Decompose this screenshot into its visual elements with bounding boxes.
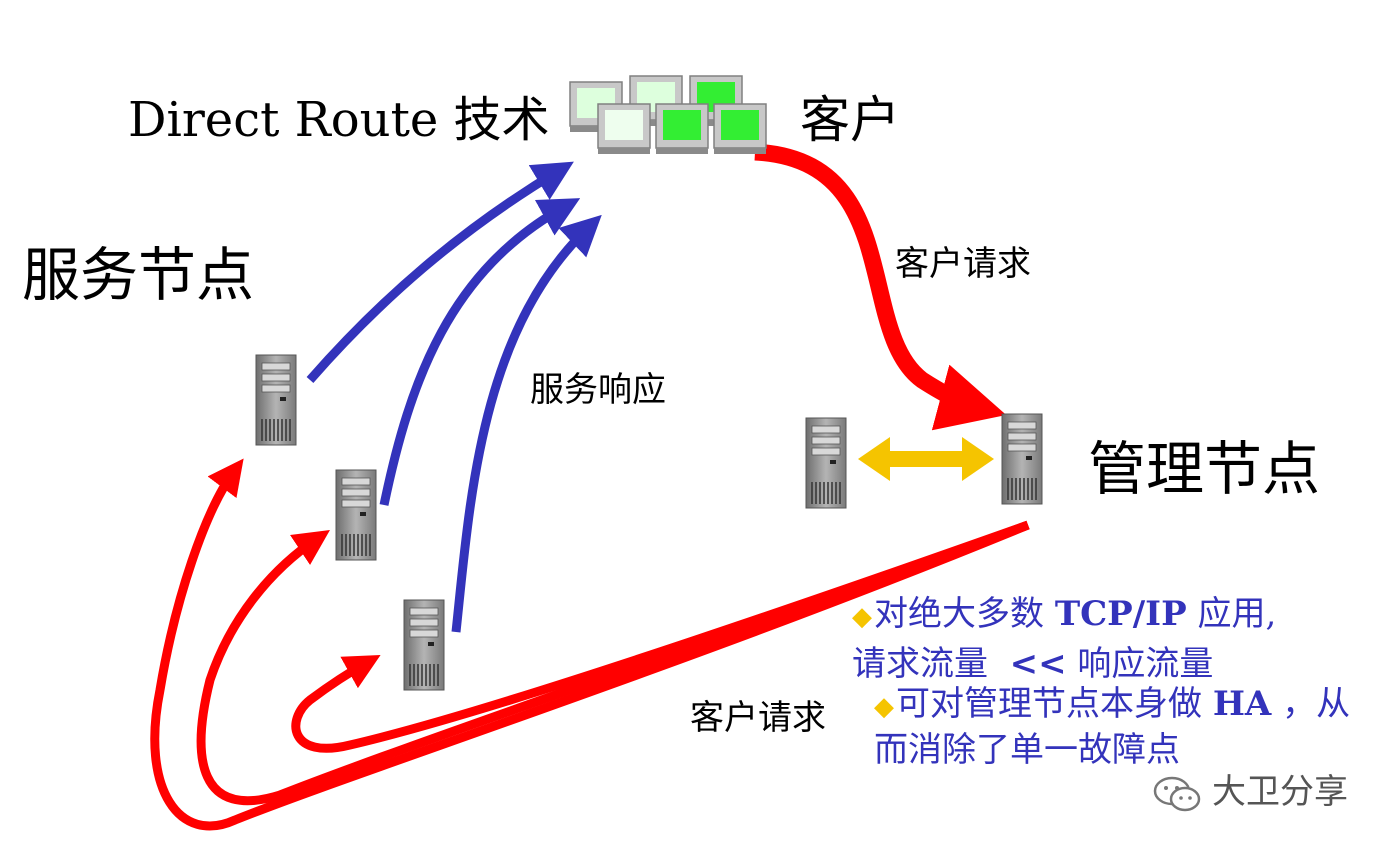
service-nodes-label: 服务节点 <box>22 241 255 309</box>
watermark-text: 大卫分享 <box>1212 772 1348 812</box>
service-node-server-2 <box>335 469 377 561</box>
client-computers-icon <box>569 75 767 155</box>
forward-arrow-2 <box>196 520 1030 806</box>
watermark: 大卫分享 <box>1152 764 1348 814</box>
service-node-server-1 <box>255 354 297 446</box>
note-line-4: 而消除了单一故障点 <box>874 730 1180 770</box>
note-line-1: ◆对绝大多数 TCP/IP 应用, <box>852 594 1277 634</box>
diamond-bullet-icon: ◆ <box>852 602 872 632</box>
client-request-label-top: 客户请求 <box>895 244 1031 284</box>
forward-arrow-3 <box>291 520 1030 753</box>
service-node-server-3 <box>403 599 445 691</box>
response-arrow-3 <box>451 214 602 633</box>
standby-management-server <box>805 417 847 509</box>
management-server <box>1001 413 1043 505</box>
wechat-icon <box>1153 776 1201 811</box>
client-request-label-bottom: 客户请求 <box>690 698 826 738</box>
note-line-2: 请求流量 << 响应流量 <box>852 644 1214 684</box>
note-line-3: ◆可对管理节点本身做 HA ，从 <box>874 684 1351 724</box>
client-request-arrow <box>754 143 1007 431</box>
response-arrow-2 <box>379 198 581 506</box>
management-nodes-label: 管理节点 <box>1088 435 1321 503</box>
response-arrow-1 <box>306 161 574 383</box>
diamond-bullet-icon: ◆ <box>874 692 894 722</box>
service-response-label: 服务响应 <box>530 370 666 410</box>
forward-arrow-1 <box>150 458 1030 831</box>
ha-double-arrow <box>858 437 994 481</box>
clients-label: 客户 <box>800 91 900 149</box>
diagram-title: Direct Route 技术 <box>128 92 550 148</box>
